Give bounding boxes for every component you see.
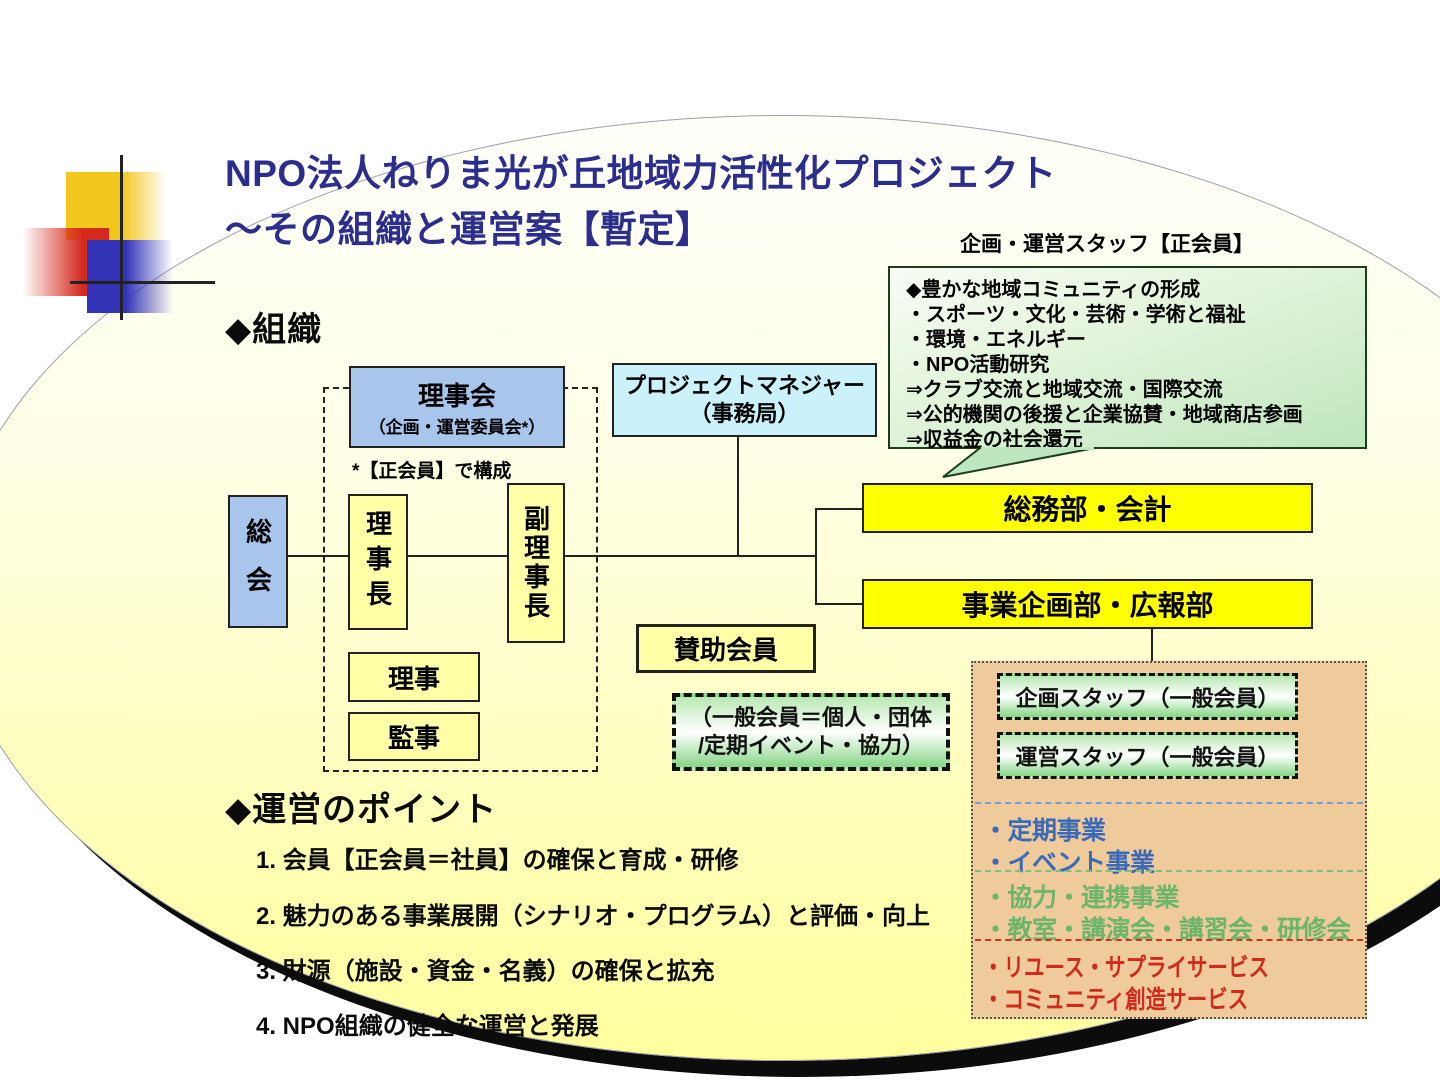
- bubble-line: ・スポーツ・文化・芸術・学術と福祉: [906, 304, 1246, 326]
- staff-caption: 企画・運営スタッフ【正会員】: [960, 233, 1254, 256]
- org-section-heading: ◆組織: [225, 311, 323, 349]
- panel-item-green: ・協力・連携事業: [983, 884, 1180, 912]
- blue-separator: [975, 802, 1363, 804]
- operation-staff-box: 運営スタッフ（一般会員）: [997, 732, 1298, 779]
- panel-item-red: ・コミュニティ創造サービス: [983, 986, 1249, 1014]
- bracket-line: [815, 508, 817, 605]
- panel-item-blue: ・定期事業: [983, 817, 1106, 845]
- points-section-heading: ◆運営のポイント: [225, 791, 498, 829]
- decor-vertical-line: [120, 155, 123, 320]
- general-affairs-bar: 総務部・会計: [862, 483, 1313, 533]
- general-assembly-box: 総会: [228, 495, 288, 628]
- bubble-line: ⇒収益金の社会還元: [906, 429, 1083, 451]
- panel-item-red: ・リユース・サプライサービス: [983, 954, 1269, 982]
- pm-line1: プロジェクトマネジャー: [624, 373, 865, 398]
- points-item-2: 2. 魅力のある事業展開（シナリオ・プログラム）と評価・向上: [256, 903, 930, 930]
- auditor-box: 監事: [348, 712, 480, 761]
- panel-item-blue: ・イベント事業: [983, 849, 1155, 877]
- page-title: NPO法人ねりま光が丘地域力活性化プロジェクト ～その組織と運営案【暫定】: [225, 146, 1057, 258]
- goals-callout-bubble: ◆豊かな地域コミュニティの形成 ・スポーツ・文化・芸術・学術と福祉 ・環境・エネ…: [888, 266, 1367, 451]
- planning-staff-box: 企画スタッフ（一般会員）: [997, 673, 1298, 720]
- business-planning-bar: 事業企画部・広報部: [862, 579, 1313, 629]
- bubble-line: ◆豊かな地域コミュニティの形成: [906, 279, 1201, 301]
- pm-line2: （事務局）: [689, 401, 800, 426]
- vice-chairman-box: 副理事長: [507, 483, 565, 643]
- general-member-line2: /定期イベント・協力）: [697, 733, 925, 758]
- pm-connector: [737, 437, 739, 557]
- jigyo-stub: [815, 603, 863, 605]
- red-separator: [975, 939, 1363, 941]
- supporting-member-box: 賛助会員: [636, 624, 816, 673]
- bubble-line: ・環境・エネルギー: [906, 329, 1086, 351]
- points-item-3: 3. 財源（施設・資金・名義）の確保と拡充: [256, 958, 715, 985]
- panel-connector: [1151, 628, 1153, 663]
- director-box: 理事: [348, 652, 480, 702]
- bubble-line: ⇒クラブ交流と地域交流・国際交流: [906, 379, 1223, 401]
- general-member-line1: （一般会員＝個人・団体: [689, 705, 932, 730]
- green-separator: [975, 870, 1363, 872]
- general-member-dashed-box: （一般会員＝個人・団体 /定期イベント・協力）: [672, 693, 950, 771]
- decor-blue-square: [87, 240, 173, 313]
- board-box-title: 理事会: [417, 381, 496, 411]
- membership-note: *【正会員】で構成: [352, 461, 512, 482]
- chairman-box: 理事長: [348, 494, 408, 630]
- soumu-stub: [815, 508, 863, 510]
- board-box: 理事会 （企画・運営委員会*）: [349, 366, 565, 448]
- business-panel: 企画スタッフ（一般会員） 運営スタッフ（一般会員） ・定期事業 ・イベント事業 …: [971, 661, 1367, 1019]
- points-item-1: 1. 会員【正会員＝社員】の確保と育成・研修: [256, 847, 739, 874]
- title-line1: NPO法人ねりま光が丘地域力活性化プロジェクト: [225, 153, 1057, 194]
- decor-horizontal-line: [70, 281, 215, 284]
- title-line2: ～その組織と運営案【暫定】: [225, 209, 713, 250]
- project-manager-box: プロジェクトマネジャー （事務局）: [612, 363, 877, 437]
- bubble-line: ・NPO活動研究: [906, 354, 1050, 376]
- board-box-subtitle: （企画・運営委員会*）: [368, 418, 546, 437]
- callout-tail: [942, 447, 1096, 478]
- bubble-line: ⇒公的機関の後援と企業協賛・地域商店参画: [906, 404, 1303, 426]
- points-item-4: 4. NPO組織の健全な運営と発展: [256, 1013, 599, 1040]
